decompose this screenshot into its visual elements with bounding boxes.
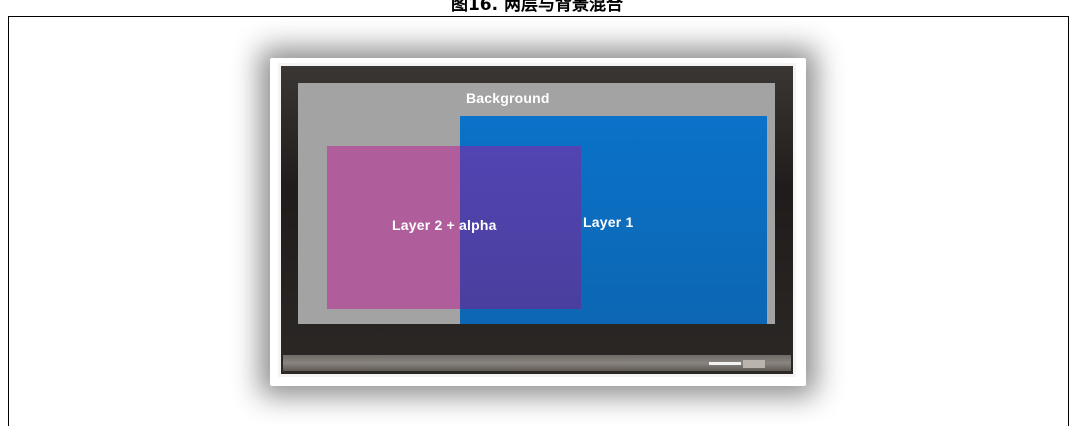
monitor-button-icon — [743, 360, 765, 368]
display-screen: Background Layer 1 Layer 2 + alpha — [298, 83, 775, 324]
layer-blend-overlap — [460, 146, 581, 309]
power-indicator-icon — [709, 362, 741, 365]
display-monitor: Background Layer 1 Layer 2 + alpha — [278, 63, 796, 377]
monitor-bottom-strip — [283, 355, 791, 371]
layer-1-label: Layer 1 — [583, 214, 634, 230]
layer-2-label: Layer 2 + alpha — [392, 217, 497, 233]
figure-caption: 图16. 两层与背景混合 — [450, 0, 624, 15]
background-label: Background — [466, 90, 550, 106]
